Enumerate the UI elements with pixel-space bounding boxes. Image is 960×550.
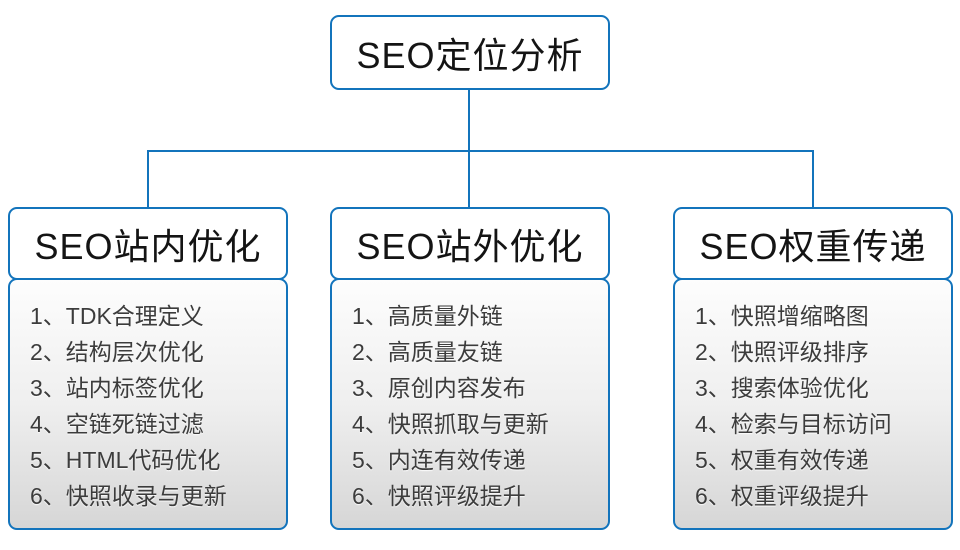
list-item: 1、快照增缩略图 [695, 303, 869, 329]
branch-onsite-header: SEO站内优化 [8, 207, 288, 280]
list-item: 6、权重评级提升 [695, 483, 869, 509]
list-item: 4、快照抓取与更新 [352, 411, 549, 437]
branch-weight-title: SEO权重传递 [699, 225, 927, 267]
list-item: 3、站内标签优化 [30, 375, 204, 401]
branch-weight-list: 1、快照增缩略图 2、快照评级排序 3、搜索体验优化 4、检索与目标访问 5、权… [673, 278, 953, 530]
connector-horizontal-bar [147, 150, 814, 152]
branch-weight: SEO权重传递 1、快照增缩略图 2、快照评级排序 3、搜索体验优化 4、检索与… [673, 207, 953, 530]
connector-root-stem [468, 90, 470, 151]
list-item: 3、搜索体验优化 [695, 375, 869, 401]
connector-branch-middle [468, 150, 470, 208]
root-node-label: SEO定位分析 [356, 34, 584, 76]
branch-onsite: SEO站内优化 1、TDK合理定义 2、结构层次优化 3、站内标签优化 4、空链… [8, 207, 288, 530]
list-item: 2、结构层次优化 [30, 339, 204, 365]
list-item: 1、TDK合理定义 [30, 303, 204, 329]
branch-offsite: SEO站外优化 1、高质量外链 2、高质量友链 3、原创内容发布 4、快照抓取与… [330, 207, 610, 530]
branch-onsite-list: 1、TDK合理定义 2、结构层次优化 3、站内标签优化 4、空链死链过滤 5、H… [8, 278, 288, 530]
list-item: 6、快照评级提升 [352, 483, 526, 509]
list-item: 4、检索与目标访问 [695, 411, 892, 437]
list-item: 4、空链死链过滤 [30, 411, 204, 437]
list-item: 2、高质量友链 [352, 339, 503, 365]
branch-onsite-title: SEO站内优化 [34, 225, 262, 267]
list-item: 5、权重有效传递 [695, 447, 869, 473]
branch-weight-header: SEO权重传递 [673, 207, 953, 280]
branch-offsite-list: 1、高质量外链 2、高质量友链 3、原创内容发布 4、快照抓取与更新 5、内连有… [330, 278, 610, 530]
branch-offsite-header: SEO站外优化 [330, 207, 610, 280]
root-node: SEO定位分析 [330, 15, 610, 90]
list-item: 5、HTML代码优化 [30, 447, 221, 473]
branch-offsite-title: SEO站外优化 [356, 225, 584, 267]
list-item: 3、原创内容发布 [352, 375, 526, 401]
connector-branch-right [812, 150, 814, 208]
connector-branch-left [147, 150, 149, 208]
list-item: 6、快照收录与更新 [30, 483, 227, 509]
list-item: 2、快照评级排序 [695, 339, 869, 365]
list-item: 1、高质量外链 [352, 303, 503, 329]
list-item: 5、内连有效传递 [352, 447, 526, 473]
